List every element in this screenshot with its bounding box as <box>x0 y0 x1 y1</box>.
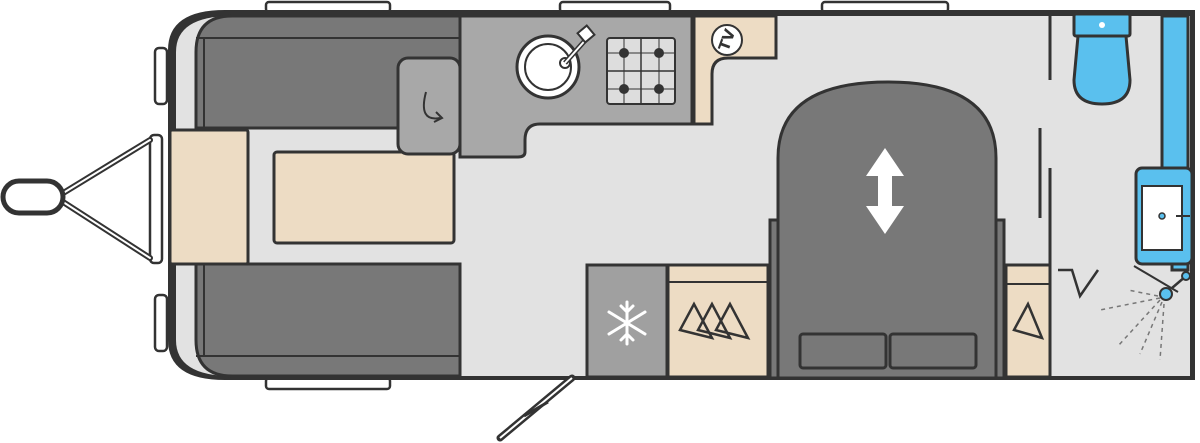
wardrobe-right <box>1004 263 1052 379</box>
hob-burner <box>654 84 664 94</box>
shower-door <box>1058 268 1100 299</box>
entrance-door <box>496 374 576 442</box>
hanger-icon <box>678 301 751 340</box>
bed-drawer <box>888 332 978 370</box>
tv-unit: TV <box>692 14 778 126</box>
hob-burner <box>654 48 664 58</box>
window-front-lower <box>153 293 169 353</box>
island-bed <box>768 80 1006 380</box>
bed-drawer <box>798 332 888 370</box>
shower-head-icon <box>1159 287 1173 301</box>
window-front-middle <box>148 133 164 265</box>
washroom <box>1038 12 1194 376</box>
kitchen-sink <box>515 34 581 100</box>
snowflake-icon <box>607 300 647 346</box>
front-seat-cushion <box>168 128 250 266</box>
hob-burner <box>619 48 629 58</box>
fridge <box>585 263 669 379</box>
window-front-upper <box>153 46 169 106</box>
wardrobe-left <box>666 263 770 379</box>
front-lounge <box>168 14 462 378</box>
kitchen-cabinet <box>396 56 462 156</box>
shower-spray-icon <box>1099 289 1165 361</box>
hanger-icon <box>1012 301 1045 340</box>
toilet <box>1072 34 1132 106</box>
double-arrow-icon <box>866 148 904 234</box>
kitchen <box>396 14 694 159</box>
tow-hitch <box>0 137 153 261</box>
hob-burner <box>619 84 629 94</box>
tv-icon <box>711 24 743 56</box>
curved-arrow-icon <box>422 91 441 120</box>
lounge-table <box>272 150 456 245</box>
